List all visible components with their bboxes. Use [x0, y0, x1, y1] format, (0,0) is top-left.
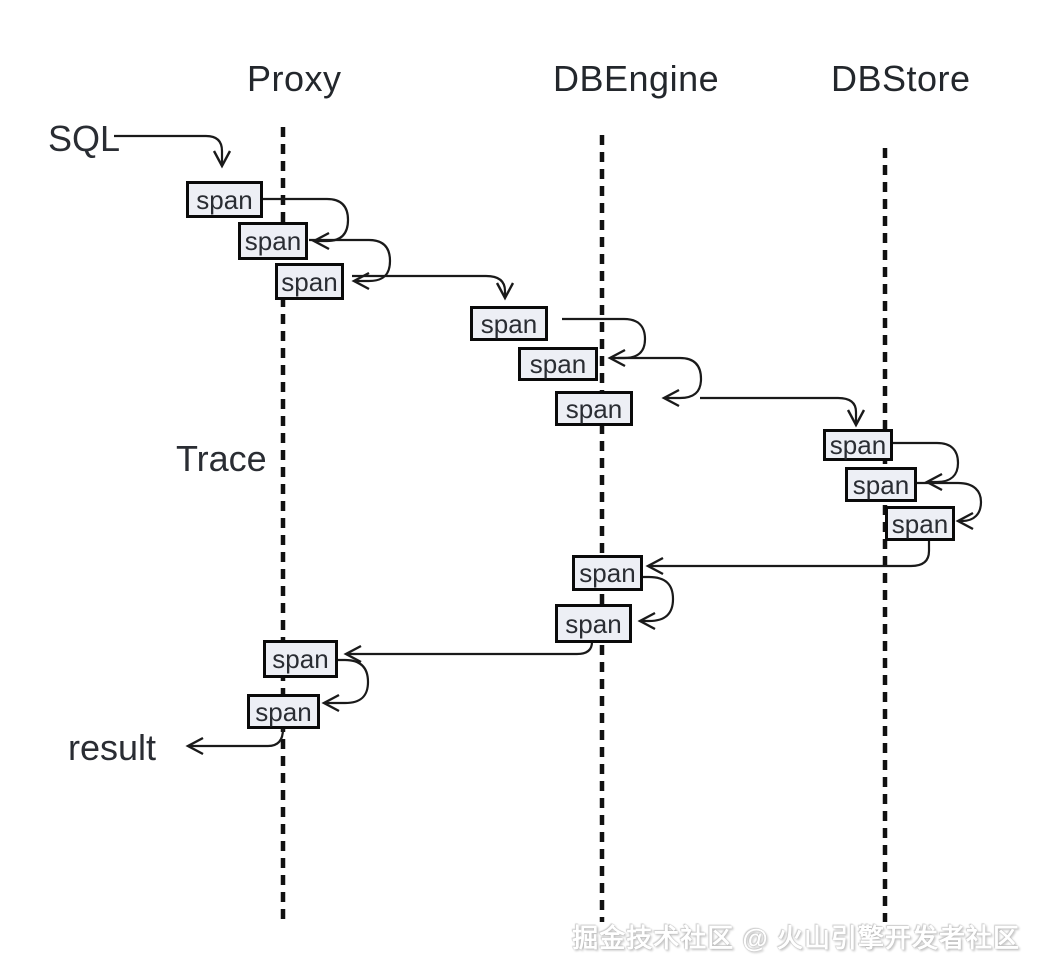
- span-box-proxy-5: span: [247, 694, 320, 729]
- arrow-dbengine-to-dbstore: [700, 396, 866, 428]
- arrow-dbengine-return-to-proxy: [343, 641, 594, 664]
- span-box-dbengine-5: span: [555, 604, 632, 643]
- trace-label: Trace: [176, 438, 267, 479]
- span-box-dbstore-3: span: [885, 506, 955, 541]
- span-box-dbstore-1: span: [823, 429, 893, 461]
- span-box-dbengine-2: span: [518, 347, 598, 381]
- lane-header-proxy: Proxy: [247, 58, 342, 99]
- span-box-dbstore-2: span: [845, 467, 917, 502]
- arrow-proxy-span2-to-span3: [309, 238, 392, 291]
- span-box-proxy-3: span: [275, 263, 344, 300]
- span-box-dbengine-1: span: [470, 306, 548, 341]
- community-watermark: 掘金技术社区 @ 火山引擎开发者社区: [572, 923, 1020, 953]
- arrow-dbstore-span2-to-span3: [917, 481, 983, 531]
- span-box-proxy-4: span: [263, 640, 338, 678]
- arrow-proxy-to-result: [185, 728, 285, 756]
- arrow-dbstore-return-to-dbengine: [645, 541, 931, 576]
- span-box-proxy-2: span: [238, 222, 308, 260]
- span-box-proxy-1: span: [186, 181, 263, 218]
- lane-header-dbengine: DBEngine: [553, 58, 720, 99]
- arrow-dbstore-span1-to-span2: [893, 441, 960, 492]
- arrow-dbengine-span2-to-span3: [618, 356, 703, 408]
- arrow-proxy-span4-to-span5: [321, 658, 370, 713]
- arrow-dbengine-span4-to-span5: [637, 575, 675, 631]
- lane-header-dbstore: DBStore: [831, 58, 971, 99]
- result-output-label: result: [68, 727, 157, 768]
- span-box-dbengine-4: span: [572, 555, 643, 591]
- arrow-sql-to-proxy-span1: [114, 134, 232, 169]
- span-box-dbengine-3: span: [555, 391, 633, 426]
- sql-input-label: SQL: [48, 118, 121, 159]
- arrow-proxy-to-dbengine: [352, 274, 515, 301]
